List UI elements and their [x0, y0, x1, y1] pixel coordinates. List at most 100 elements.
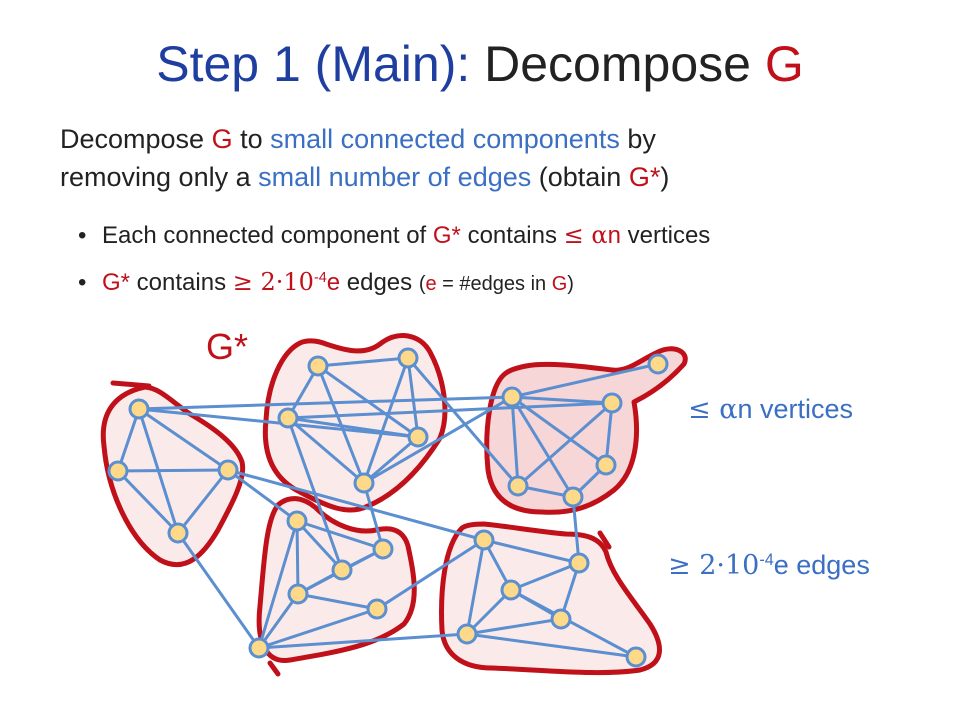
graph-edge: [287, 416, 365, 485]
graph-vertex: [307, 355, 329, 377]
graph-edge: [466, 617, 562, 636]
component-region-left: [100, 384, 246, 568]
graph-vertex: [550, 608, 572, 630]
graph-edge: [510, 561, 580, 592]
graph-vertex: [397, 347, 419, 369]
intro-g: G: [211, 124, 233, 154]
graph-vertex: [128, 398, 150, 420]
graph-edge: [465, 539, 486, 635]
graph-edge: [510, 396, 575, 498]
region-tick: [110, 380, 152, 389]
graph-edge: [116, 469, 180, 535]
graph-edge: [138, 407, 419, 439]
graph-edge: [511, 395, 613, 405]
graph-vertex: [331, 559, 353, 581]
graph-edge: [510, 588, 637, 659]
graph-edge: [117, 468, 229, 473]
graph-vertex: [562, 486, 584, 508]
graph-vertex: [217, 459, 239, 481]
intro-text: to: [232, 124, 271, 154]
bullet-symbol: ≤ α: [563, 221, 608, 249]
bullet-n: n: [607, 222, 621, 249]
graph-vertices: [107, 347, 669, 668]
graph-vertex: [595, 454, 617, 476]
graph-vertex: [366, 598, 388, 620]
intro-gstar: G*: [628, 162, 661, 192]
graph-edge: [257, 520, 299, 649]
graph-edge: [227, 468, 485, 542]
graph-edge: [376, 538, 485, 611]
graph-edge: [571, 496, 581, 564]
graph-vertex: [167, 522, 189, 544]
bullet-symbol: ≥ 2·10: [232, 268, 314, 296]
graph-edge: [138, 395, 513, 411]
graph-edge: [510, 396, 520, 487]
bullet-component-size: • Each connected component of G* contains…: [78, 219, 938, 252]
graph-edge: [227, 468, 298, 523]
graph-edge: [286, 417, 344, 571]
region-ticks: [110, 380, 612, 677]
graph-edge: [517, 401, 613, 488]
edge-bound-symbol: ≥ 2·10: [668, 550, 760, 581]
graph-vertex: [286, 510, 308, 532]
bullet-text: contains: [130, 269, 233, 296]
graph-edge: [363, 435, 419, 485]
vertex-bound-symbol: ≤ α: [688, 394, 738, 425]
graph-vertex: [372, 538, 394, 560]
bullet-e: e: [425, 273, 437, 295]
bullet-gstar: G*: [432, 222, 461, 249]
bullet-e: e: [326, 269, 341, 296]
bullet-gstar: G*: [102, 269, 131, 296]
component-regions: [100, 333, 688, 676]
intro-text: by: [619, 124, 656, 154]
graph-edge: [296, 519, 384, 551]
graph-vertex: [353, 472, 375, 494]
bullet-g: G: [551, 273, 568, 295]
bullet-dot: •: [78, 222, 87, 249]
page-title: Step 1 (Main): Decompose G: [0, 34, 960, 94]
bullet-text: = #edges in: [436, 273, 552, 295]
graph-edge: [363, 395, 513, 485]
intro-text: (obtain: [531, 162, 629, 192]
graph-vertex: [507, 475, 529, 497]
intro-text: ): [660, 162, 670, 192]
intro-paragraph: Decompose G to small connected component…: [60, 120, 920, 196]
graph-vertex: [287, 583, 309, 605]
intro-text: removing only a: [60, 162, 259, 192]
intro-text: Decompose: [60, 124, 212, 154]
graph-edge: [466, 632, 637, 659]
graph-vertex: [647, 353, 669, 375]
title-main: Decompose: [484, 36, 765, 92]
component-region-bottom-left: [256, 496, 417, 663]
graph-edge: [362, 482, 385, 550]
graph-vertex: [407, 426, 429, 448]
graph-edge: [257, 593, 300, 649]
graph-vertex: [568, 552, 590, 574]
graph-edge: [483, 538, 580, 565]
region-tick: [267, 660, 281, 677]
graph-edge: [295, 519, 344, 572]
graph-edge: [406, 357, 520, 487]
bullet-paren: (: [418, 273, 426, 295]
graph-edge: [362, 357, 410, 484]
graph-edge: [511, 362, 659, 399]
bullet-text: contains: [460, 222, 564, 249]
title-prefix: Step 1 (Main):: [156, 36, 485, 92]
gstar-label: G*: [206, 326, 249, 367]
graph-edge: [295, 520, 300, 595]
graph-vertex: [625, 646, 647, 668]
graph-edge: [258, 607, 378, 650]
bullet-text: Each connected component of: [102, 222, 433, 249]
graph-edge: [317, 356, 409, 368]
graph-edge: [138, 407, 229, 472]
graph-vertex: [501, 386, 523, 408]
graph-vertex: [248, 637, 270, 659]
bullet-text: vertices: [620, 222, 711, 249]
vertex-bound-label: ≤ αn vertices: [688, 394, 853, 425]
bullet-paren: ): [567, 273, 574, 295]
graph-vertex: [277, 407, 299, 429]
graph-vertex: [107, 460, 129, 482]
region-tick: [597, 530, 612, 550]
title-var: G: [764, 36, 804, 92]
